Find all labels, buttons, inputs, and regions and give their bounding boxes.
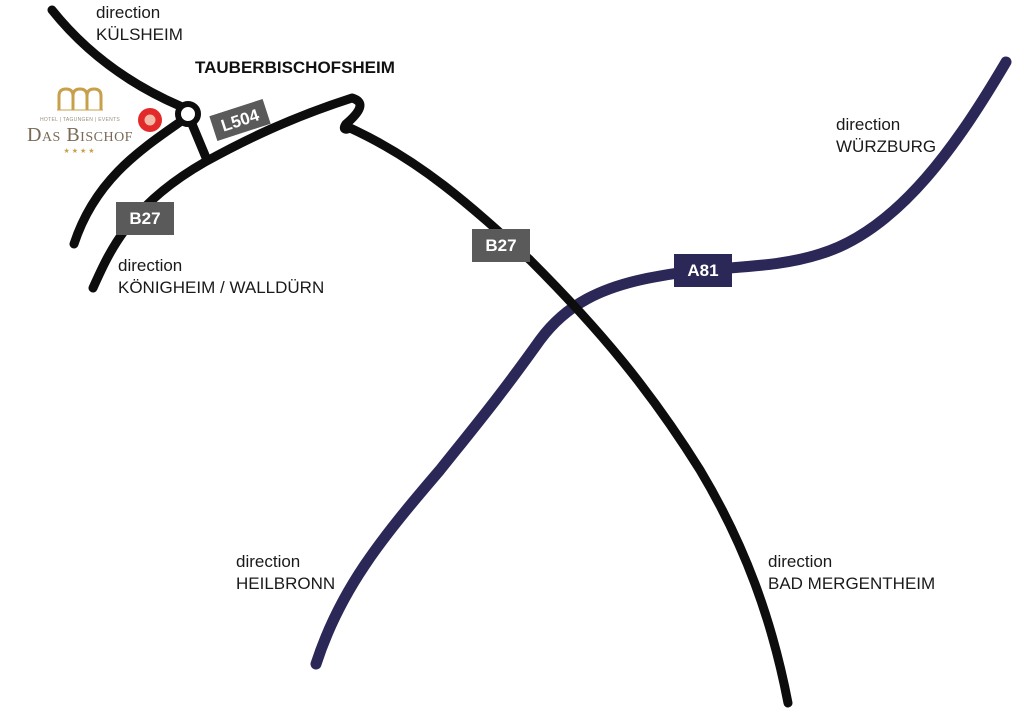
roundabout [175, 101, 201, 127]
a81-shield-label: A81 [687, 261, 718, 280]
direction-prefix: direction [768, 552, 833, 571]
arches-logo-icon [57, 87, 103, 111]
a81-shield: A81 [674, 254, 732, 287]
b27-main-shield: B27 [472, 229, 530, 262]
b27-main-shield-label: B27 [485, 236, 516, 255]
direction-bad-mergentheim: direction BAD MERGENTHEIM [768, 551, 935, 595]
direction-wuerzburg: direction WÜRZBURG [836, 114, 936, 158]
direction-place: WÜRZBURG [836, 137, 937, 156]
hotel-marker-icon[interactable] [138, 108, 162, 132]
hotel-name: Das Bischof [27, 124, 133, 146]
direction-prefix: direction [118, 256, 183, 275]
direction-koenigheim: direction KÖNIGHEIM / WALLDÜRN [118, 255, 324, 299]
b27-west-shield-label: B27 [129, 209, 160, 228]
a81-motorway [310, 56, 1012, 670]
direction-place: KÜLSHEIM [96, 25, 183, 44]
hotel-logo: HOTEL | TAGUNGEN | EVENTS Das Bischof ★★… [24, 86, 136, 158]
direction-prefix: direction [236, 552, 301, 571]
direction-heilbronn: direction HEILBRONN [236, 551, 335, 595]
b27-west-shield: B27 [116, 202, 174, 235]
roundabout-southwest-road [69, 117, 185, 249]
hotel-stars: ★★★★ [63, 147, 97, 155]
direction-kuelsheim: direction KÜLSHEIM [96, 2, 183, 46]
hotel-tagline: HOTEL | TAGUNGEN | EVENTS [39, 117, 121, 123]
direction-place: BAD MERGENTHEIM [768, 574, 936, 593]
direction-prefix: direction [96, 3, 161, 22]
l504-road [187, 119, 212, 165]
direction-prefix: direction [836, 115, 901, 134]
direction-place: HEILBRONN [236, 574, 336, 593]
b27-road-east [345, 123, 793, 708]
kuelsheim-road [47, 5, 185, 111]
town-label: TAUBERBISCHOFSHEIM [195, 58, 395, 77]
direction-place: KÖNIGHEIM / WALLDÜRN [118, 278, 325, 297]
